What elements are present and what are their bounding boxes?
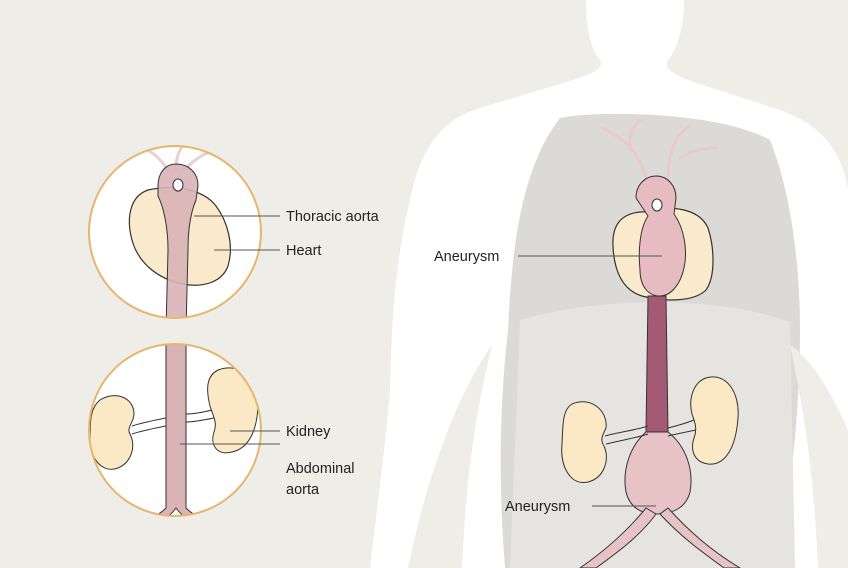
kidney-left xyxy=(562,402,607,483)
label-aneurysm-thoracic: Aneurysm xyxy=(434,249,499,265)
inset-kidney-left xyxy=(90,396,134,470)
aorta-main xyxy=(646,296,668,432)
label-abdominal-aorta-line2: aorta xyxy=(286,482,320,498)
aortic-arch-opening xyxy=(652,199,662,211)
label-kidney: Kidney xyxy=(286,424,331,440)
label-thoracic-aorta: Thoracic aorta xyxy=(286,209,380,225)
label-heart: Heart xyxy=(286,243,321,259)
label-abdominal-aorta-line1: Abdominal xyxy=(286,461,355,477)
label-aneurysm-abdominal: Aneurysm xyxy=(505,499,570,515)
